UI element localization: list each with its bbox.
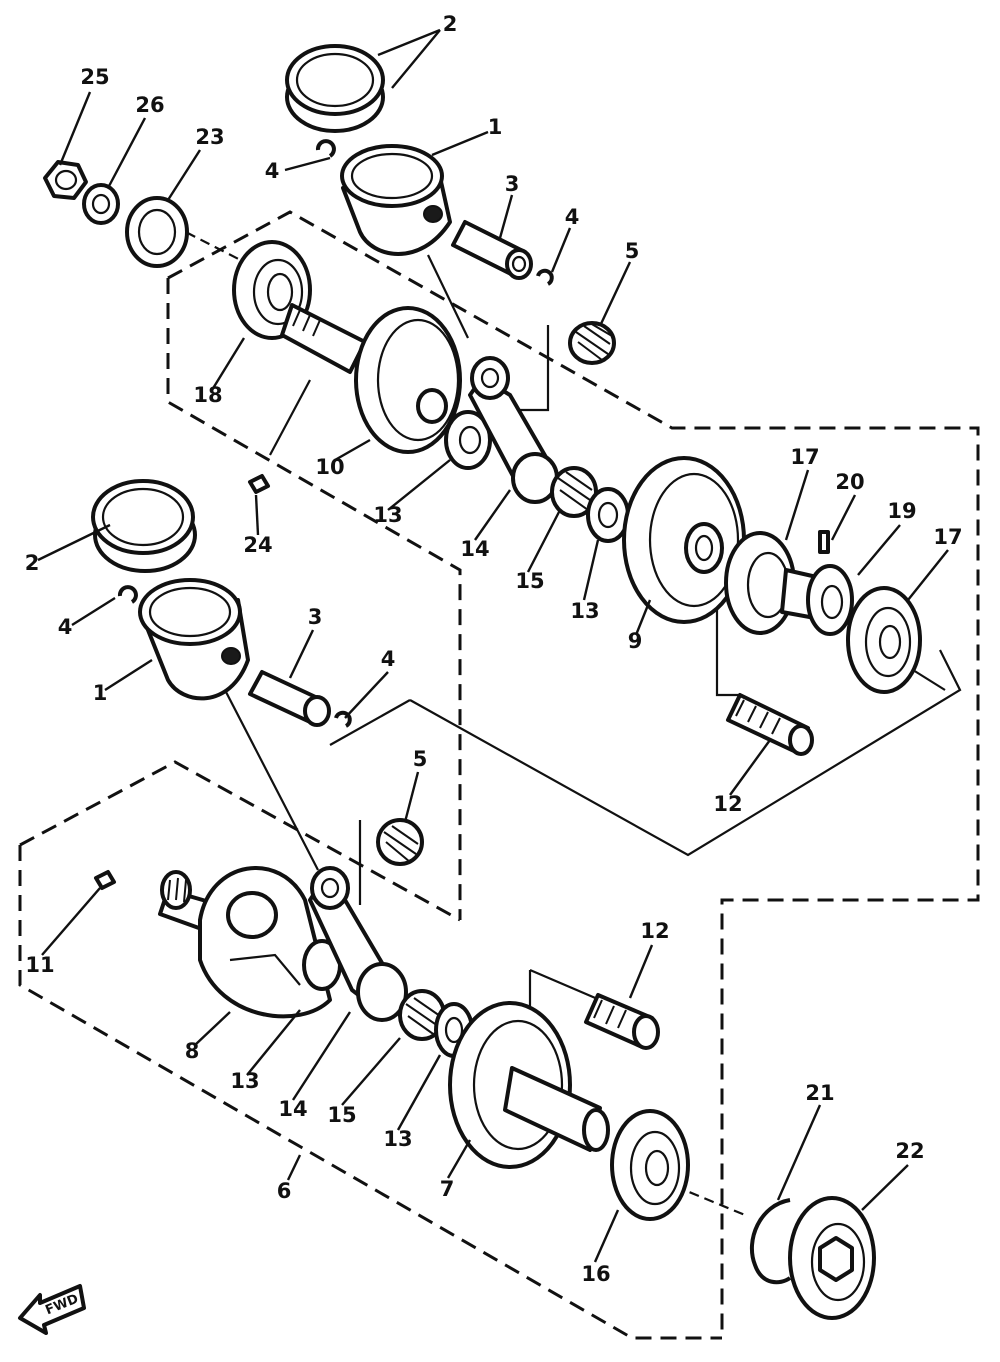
callout-5-mid: 5 — [413, 747, 428, 771]
callout-17-right: 17 — [933, 525, 962, 549]
callout-6: 6 — [277, 1179, 292, 1203]
needle-bearing-small-bot — [376, 818, 424, 866]
callout-18: 18 — [193, 383, 222, 407]
piston-rings-top — [285, 44, 385, 133]
callout-11: 11 — [25, 953, 54, 977]
callout-10: 10 — [315, 455, 344, 479]
callout-2-mid: 2 — [25, 551, 40, 575]
crank-web-right — [622, 456, 746, 624]
callout-4-mid-left: 4 — [58, 615, 73, 639]
callout-9: 9 — [628, 629, 643, 653]
woodruff-key-bot — [94, 870, 116, 890]
crank-pin-top — [726, 693, 814, 756]
circlip-top-right — [536, 268, 554, 286]
connecting-rod-top — [468, 356, 560, 504]
callout-15-top: 15 — [515, 569, 544, 593]
circlip-top-left — [315, 139, 336, 158]
callout-4-top-left: 4 — [265, 159, 280, 183]
piston-mid — [138, 578, 250, 701]
bearing-bracket-outline — [329, 649, 962, 857]
leader-lines — [37, 28, 949, 1263]
callout-22: 22 — [895, 1139, 924, 1163]
dowel-pin — [818, 530, 830, 554]
circlip-mid-left — [117, 585, 138, 604]
callout-1-top: 1 — [488, 115, 503, 139]
callout-15-bot: 15 — [327, 1103, 356, 1127]
callout-25: 25 — [80, 65, 109, 89]
forward-arrow-icon: FWD — [18, 1284, 86, 1335]
lower-crank-assembly-boundary — [18, 760, 722, 1340]
callout-20: 20 — [835, 470, 864, 494]
callout-14-bot: 14 — [278, 1097, 307, 1121]
crank-nut — [43, 160, 88, 200]
lock-washer — [82, 183, 120, 225]
callout-3-mid: 3 — [308, 605, 323, 629]
oil-seal-top — [125, 196, 189, 268]
callout-1-mid: 1 — [93, 681, 108, 705]
callout-2-top: 2 — [443, 12, 458, 36]
callout-3-top: 3 — [505, 172, 520, 196]
needle-bearing-big-bot — [398, 989, 446, 1041]
circlip-ring — [749, 1198, 792, 1285]
callout-5-top: 5 — [625, 239, 640, 263]
end-cap-seal — [788, 1196, 876, 1320]
callout-24: 24 — [243, 533, 272, 557]
crank-shaft-bot-right — [503, 1066, 610, 1152]
needle-bearing-small-top — [568, 321, 616, 365]
upper-crank-assembly-boundary — [166, 210, 980, 1338]
callout-7: 7 — [440, 1177, 455, 1201]
callout-23: 23 — [195, 125, 224, 149]
connecting-rod-bot — [308, 866, 408, 1022]
thrust-washer-top-left — [444, 410, 492, 470]
crank-pin-bot — [584, 993, 660, 1050]
piston-rings-mid — [91, 479, 197, 573]
callout-12-bot: 12 — [640, 919, 669, 943]
callout-19: 19 — [887, 499, 916, 523]
piston-top — [340, 144, 452, 256]
callout-8: 8 — [185, 1039, 200, 1063]
callout-21: 21 — [805, 1081, 834, 1105]
crank-shaft-left-end — [280, 303, 367, 374]
crank-web-left — [354, 306, 462, 454]
callout-numbers: 25 26 23 2 1 4 3 4 5 18 10 24 13 14 15 1… — [25, 12, 963, 1286]
callout-13-bot-a: 13 — [230, 1069, 259, 1093]
callout-13-top-b: 13 — [570, 599, 599, 623]
callout-4-mid-right: 4 — [381, 647, 396, 671]
thrust-washer-top-right — [586, 487, 630, 543]
woodruff-key-top — [248, 474, 270, 494]
piston-pin-top — [451, 220, 533, 280]
callout-14-top: 14 — [460, 537, 489, 561]
callout-16: 16 — [581, 1262, 610, 1286]
crank-web-bot-left — [198, 865, 332, 1019]
main-bearing-right-b — [846, 586, 922, 694]
callout-17-left: 17 — [790, 445, 819, 469]
callout-13-bot-b: 13 — [383, 1127, 412, 1151]
callout-26: 26 — [135, 93, 164, 117]
piston-pin-mid — [248, 670, 331, 727]
callout-13-top-a: 13 — [373, 503, 402, 527]
callout-4-top-right: 4 — [565, 205, 580, 229]
main-bearing-bot — [610, 1109, 690, 1221]
spacer-collar — [780, 564, 854, 636]
callout-12-top: 12 — [713, 792, 742, 816]
